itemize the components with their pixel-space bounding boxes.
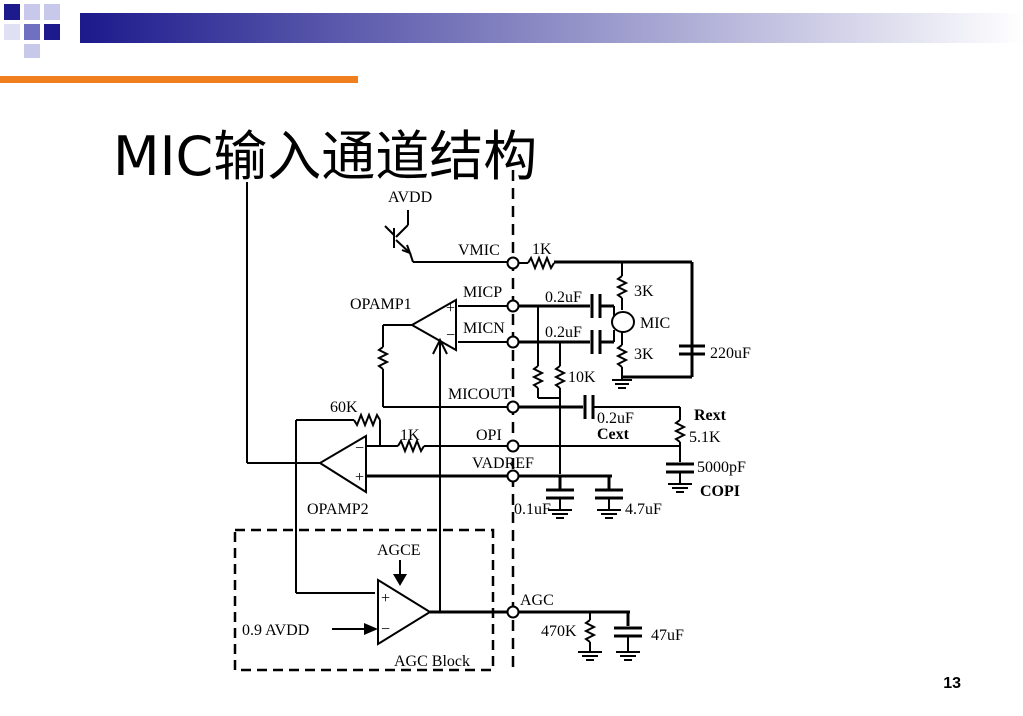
opamp1-minus: − bbox=[446, 327, 455, 344]
resistor-470k bbox=[583, 619, 597, 643]
agc-amp-plus: + bbox=[381, 590, 390, 607]
pin-micn bbox=[506, 335, 520, 349]
opamp2-symbol bbox=[318, 434, 367, 494]
agc-block-label: AGC Block bbox=[394, 653, 470, 670]
agc-label: AGC bbox=[520, 592, 554, 609]
micp-label: MICP bbox=[463, 284, 502, 301]
avdd-label: AVDD bbox=[388, 189, 432, 206]
opamp2-minus: − bbox=[355, 440, 364, 457]
resistor-rext bbox=[673, 419, 687, 443]
c-47uf-small-label: 4.7uF bbox=[625, 501, 662, 518]
accent-line bbox=[0, 76, 358, 83]
resistor-feedback-opamp1 bbox=[376, 346, 390, 370]
ground-01uf bbox=[548, 509, 572, 519]
ground-47uf bbox=[616, 651, 640, 661]
opamp2-label: OPAMP2 bbox=[307, 501, 369, 518]
r-3k-bottom-label: 3K bbox=[634, 346, 654, 363]
cext-label: Cext bbox=[597, 426, 630, 443]
pin-opi bbox=[506, 439, 520, 453]
resistor-3k-top bbox=[615, 275, 629, 299]
opamp1-symbol bbox=[409, 298, 457, 352]
resistor-60k bbox=[353, 412, 381, 428]
mic-label: MIC bbox=[640, 315, 670, 332]
ground-470k bbox=[578, 651, 602, 661]
pin-vadref bbox=[506, 469, 520, 483]
micout-label: MICOUT bbox=[448, 386, 511, 403]
micn-label: MICN bbox=[463, 320, 505, 337]
r-5k1-label: 5.1K bbox=[689, 429, 721, 446]
resistor-1k-opi bbox=[397, 438, 425, 454]
r-60k-label: 60K bbox=[330, 399, 358, 416]
agce-arrow bbox=[393, 574, 407, 586]
header-bar bbox=[4, 4, 1023, 58]
slide-title: MIC输入通道结构 bbox=[113, 125, 538, 188]
agc-opamp-symbol bbox=[377, 578, 432, 646]
vmic-label: VMIC bbox=[458, 242, 500, 259]
r-470k-label: 470K bbox=[541, 623, 577, 640]
agc-amp-minus: − bbox=[381, 621, 390, 638]
c-micn-label: 0.2uF bbox=[545, 324, 582, 341]
c-micout-label: 0.2uF bbox=[597, 410, 634, 427]
resistor-1k-vmic bbox=[527, 255, 555, 271]
r-3k-top-label: 3K bbox=[634, 283, 654, 300]
c-5000pf-label: 5000pF bbox=[697, 459, 746, 476]
opamp1-plus: + bbox=[446, 300, 455, 317]
agc-block-box bbox=[233, 528, 495, 672]
ground-copi bbox=[668, 483, 692, 493]
resistor-10k-a bbox=[531, 365, 545, 389]
pin-agc bbox=[506, 605, 520, 619]
agce-label: AGCE bbox=[377, 542, 421, 559]
c-220uf-label: 220uF bbox=[710, 345, 751, 362]
c-01uf-label: 0.1uF bbox=[514, 501, 551, 518]
c-47uf-label: 47uF bbox=[651, 627, 684, 644]
avdd-09-label: 0.9 AVDD bbox=[242, 622, 309, 639]
copi-label: COPI bbox=[700, 483, 740, 500]
mic-element bbox=[611, 311, 635, 333]
resistor-3k-bottom bbox=[615, 344, 629, 368]
c-micp-label: 0.2uF bbox=[545, 289, 582, 306]
rext-label: Rext bbox=[694, 407, 727, 424]
r-10k-label: 10K bbox=[568, 369, 596, 386]
opamp2-plus: + bbox=[355, 469, 364, 486]
pin-micp bbox=[506, 299, 520, 313]
resistor-10k-b bbox=[553, 365, 567, 389]
pin-micout bbox=[506, 400, 520, 414]
ground-mic bbox=[612, 377, 632, 389]
r-1k-top-label: 1K bbox=[532, 241, 552, 258]
page-number: 13 bbox=[943, 675, 961, 692]
ground-47uf-small bbox=[597, 509, 621, 519]
transistor-symbol bbox=[384, 210, 414, 263]
r-1k-opi-label: 1K bbox=[400, 427, 420, 444]
opamp1-label: OPAMP1 bbox=[350, 296, 412, 313]
vadref-label: VADREF bbox=[472, 455, 534, 472]
opi-label: OPI bbox=[476, 427, 502, 444]
pin-vmic bbox=[506, 256, 520, 270]
avdd-arrow bbox=[364, 623, 378, 635]
